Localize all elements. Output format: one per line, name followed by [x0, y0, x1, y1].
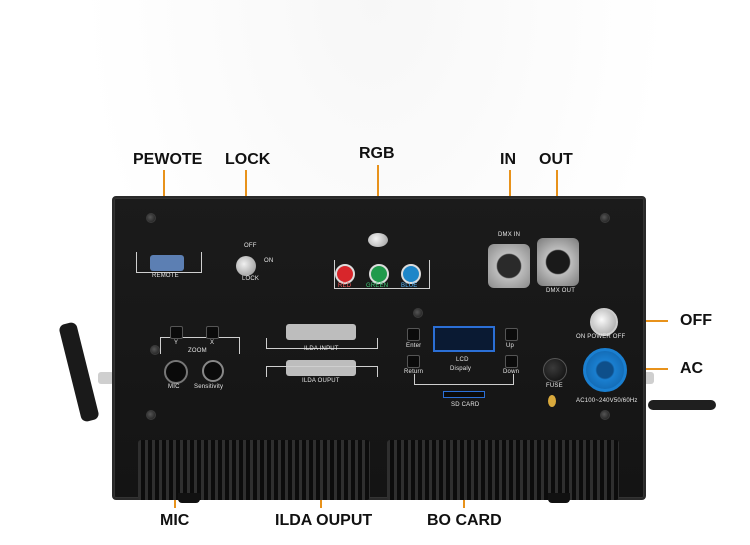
callout-mic: MIC	[160, 512, 190, 529]
zoom-x-button[interactable]	[206, 326, 219, 339]
ilda-input-frame	[266, 338, 378, 349]
lock-on-label: ON	[264, 258, 274, 264]
microphone	[164, 360, 188, 384]
enter-button[interactable]	[407, 328, 420, 341]
up-button[interactable]	[505, 328, 518, 341]
callout-remote: PEWOTE	[133, 151, 203, 168]
zoom-label: ZOOM	[188, 348, 207, 354]
sd-card-label: SD CARD	[451, 402, 480, 408]
ilda-input-label: ILDA INPUT	[304, 346, 339, 352]
callout-ilda-output: ILDA OUPUT	[275, 512, 373, 529]
remote-label: REMOTE	[152, 273, 179, 279]
left-handle-pin	[98, 372, 114, 384]
ilda-output-frame	[266, 366, 378, 377]
red-label: RED	[338, 283, 352, 289]
green-label: GREEN	[366, 283, 389, 289]
display-label: Dispaly	[450, 366, 472, 372]
on-power-off-label: ON POWER OFF	[576, 334, 626, 340]
callout-ac: AC	[680, 360, 704, 377]
callout-off: OFF	[680, 312, 712, 329]
dmx-in-label: DMX IN	[498, 232, 521, 238]
fuse-label: FUSE	[546, 383, 563, 389]
return-label: Return	[404, 369, 424, 375]
callout-dmx-out: OUT	[539, 151, 573, 168]
remote-port[interactable]	[150, 255, 184, 271]
power-cable	[648, 400, 716, 410]
lcd-button-frame	[414, 374, 514, 385]
screw-icon	[146, 213, 156, 223]
right-vent	[387, 440, 619, 500]
lcd-screen	[433, 326, 495, 352]
callout-rgb: RGB	[359, 145, 395, 162]
down-label: Down	[503, 369, 520, 375]
lcd-label: LCD	[456, 357, 469, 363]
mic-label: MIC	[168, 384, 180, 390]
callout-dmx-in: IN	[500, 151, 516, 168]
up-label: Up	[506, 343, 515, 349]
screw-icon	[150, 345, 160, 355]
dmx-out-port[interactable]	[537, 238, 579, 286]
lock-off-label: OFF	[244, 243, 257, 249]
sensitivity-knob[interactable]	[202, 360, 224, 382]
blue-knob[interactable]	[401, 264, 421, 284]
blue-label: BLUE	[401, 283, 418, 289]
dmx-out-label: DMX OUT	[546, 288, 576, 294]
rgb-adjust-cap	[368, 233, 388, 247]
callout-lock: LOCK	[225, 151, 271, 168]
dmx-in-port[interactable]	[488, 244, 530, 288]
enter-label: Enter	[406, 343, 422, 349]
zoom-y-label: Y	[174, 340, 179, 346]
left-vent	[138, 440, 370, 500]
screw-icon	[600, 213, 610, 223]
ac-rating-label: AC100~240V50/60Hz	[576, 398, 638, 404]
red-knob[interactable]	[335, 264, 355, 284]
foot	[178, 493, 200, 503]
lock-label: LOCK	[242, 276, 260, 282]
key-lock[interactable]	[236, 256, 256, 276]
ground-icon	[548, 395, 556, 407]
down-button[interactable]	[505, 355, 518, 368]
sd-card-slot[interactable]	[443, 391, 485, 398]
zoom-frame	[160, 337, 240, 354]
power-switch[interactable]	[590, 308, 618, 336]
screw-icon	[600, 410, 610, 420]
callout-sd-card: BO CARD	[427, 512, 502, 529]
ilda-input-port[interactable]	[286, 324, 356, 340]
return-button[interactable]	[407, 355, 420, 368]
foot	[548, 493, 570, 503]
rgb-frame	[334, 260, 430, 289]
ilda-output-label: ILDA OUPUT	[302, 378, 340, 384]
sensitivity-label: Sensitivity	[194, 384, 224, 390]
zoom-y-button[interactable]	[170, 326, 183, 339]
fuse-holder[interactable]	[543, 358, 567, 382]
power-connector[interactable]	[583, 348, 627, 392]
green-knob[interactable]	[369, 264, 389, 284]
zoom-x-label: X	[210, 340, 215, 346]
ilda-output-port[interactable]	[286, 360, 356, 376]
left-handle	[58, 321, 100, 423]
remote-port-frame	[136, 252, 202, 273]
screw-icon	[146, 410, 156, 420]
screw-icon	[413, 308, 423, 318]
